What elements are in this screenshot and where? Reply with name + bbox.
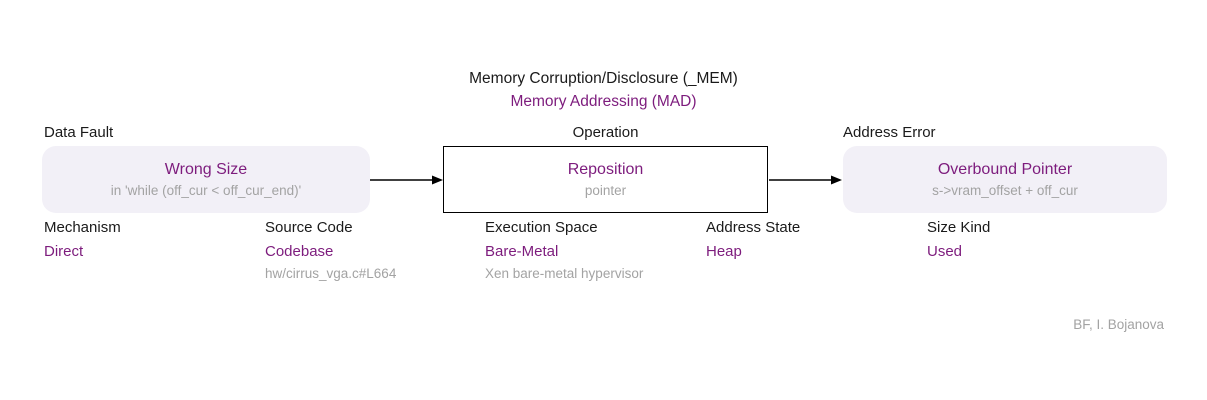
attribute-mechanism: Mechanism Direct xyxy=(44,219,259,266)
attribute-value: Heap xyxy=(706,243,742,260)
section-label-operation: Operation xyxy=(572,124,639,141)
operation-detail: pointer xyxy=(584,183,627,198)
address-error-detail: s->vram_offset + off_cur xyxy=(932,183,1078,198)
operation-value: Reposition xyxy=(567,161,644,178)
data-fault-node: Wrong Size in 'while (off_cur < off_cur_… xyxy=(42,146,370,213)
attribute-address-state: Address State Heap xyxy=(706,219,921,266)
attribute-label: Address State xyxy=(706,219,801,236)
diagram-class-type-title: Memory Corruption/Disclosure (_MEM) xyxy=(469,70,738,87)
attribute-value: Codebase xyxy=(265,243,334,260)
address-error-value: Overbound Pointer xyxy=(937,161,1073,178)
attribute-source-code: Source Code Codebase hw/cirrus_vga.c#L66… xyxy=(265,219,480,282)
attribute-label: Mechanism xyxy=(44,219,121,236)
diagram-class-title: Memory Addressing (MAD) xyxy=(510,93,697,110)
arrow-fault-to-operation-icon xyxy=(370,175,443,185)
address-error-node: Overbound Pointer s->vram_offset + off_c… xyxy=(843,146,1167,213)
attribute-label: Execution Space xyxy=(485,219,598,236)
arrow-operation-to-error-icon xyxy=(769,175,842,185)
attribute-value: Bare-Metal xyxy=(485,243,559,260)
attribute-execution-space: Execution Space Bare-Metal Xen bare-meta… xyxy=(485,219,700,282)
data-fault-detail: in 'while (off_cur < off_cur_end)' xyxy=(110,183,302,198)
attribute-note: Xen bare-metal hypervisor xyxy=(485,266,644,281)
attribute-label: Size Kind xyxy=(927,219,991,236)
section-label-data-fault: Data Fault xyxy=(44,124,114,141)
section-label-address-error: Address Error xyxy=(843,124,936,141)
attribution-text: BF, I. Bojanova xyxy=(1073,317,1164,332)
attribute-value: Direct xyxy=(44,243,84,260)
operation-node: Reposition pointer xyxy=(443,146,768,213)
attribute-note: hw/cirrus_vga.c#L664 xyxy=(265,266,397,281)
attribute-value: Used xyxy=(927,243,963,260)
attribute-size-kind: Size Kind Used xyxy=(927,219,1142,266)
attribute-label: Source Code xyxy=(265,219,353,236)
data-fault-value: Wrong Size xyxy=(164,161,248,178)
